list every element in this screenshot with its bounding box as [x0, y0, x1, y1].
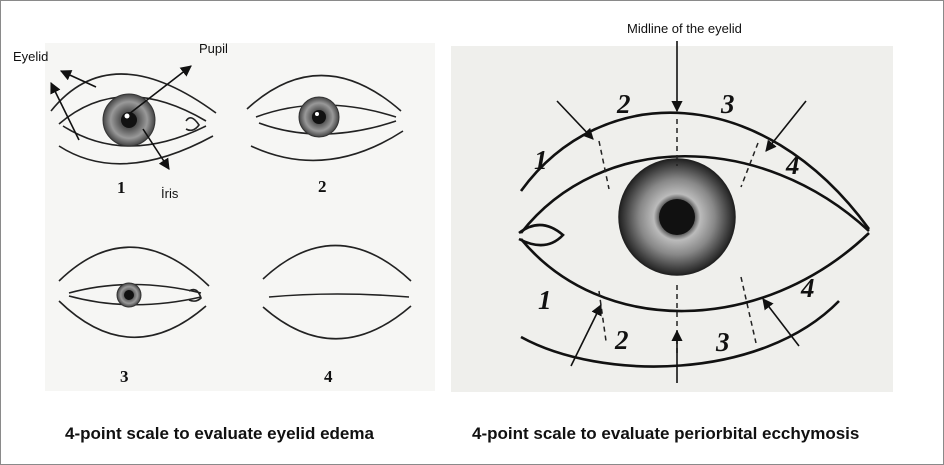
left-panel-background [45, 43, 435, 391]
upper-zone-1: 1 [534, 145, 548, 175]
lower-zone-1: 1 [538, 285, 552, 315]
grade-2-label: 2 [318, 177, 327, 196]
pupil-label: Pupil [199, 41, 228, 56]
upper-zone-2: 2 [616, 89, 631, 119]
lower-zone-3: 3 [715, 327, 730, 357]
upper-zone-3: 3 [720, 89, 735, 119]
right-caption: 4-point scale to evaluate periorbital ec… [472, 424, 859, 444]
grade-4-label: 4 [324, 367, 333, 386]
grade-1-label: 1 [117, 178, 126, 197]
upper-zone-4: 4 [785, 150, 800, 180]
eyelid-label: Eyelid [13, 49, 48, 64]
lower-zone-4: 4 [800, 273, 815, 303]
left-caption: 4-point scale to evaluate eyelid edema [65, 424, 374, 444]
iris-label: İris [161, 186, 179, 201]
lower-zone-2: 2 [614, 325, 629, 355]
grade-3-label: 3 [120, 367, 129, 386]
midline-title: Midline of the eyelid [627, 21, 742, 36]
